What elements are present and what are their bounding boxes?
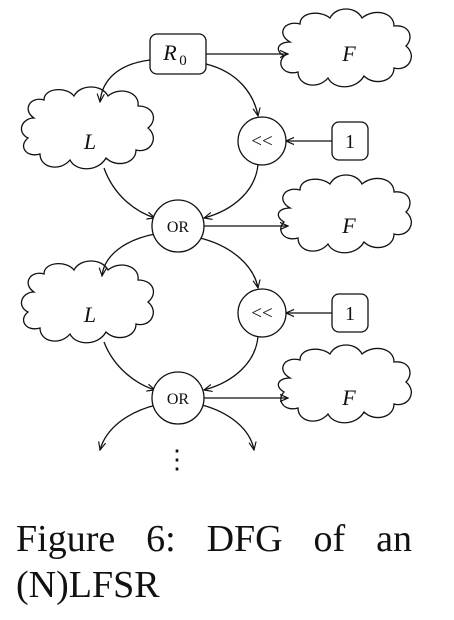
cloud-f-1: F xyxy=(277,8,412,88)
cloud-f-2-shape xyxy=(277,174,412,254)
caption-word-dfg: DFG xyxy=(206,518,283,560)
dfg-diagram: F L F L F R 0 xyxy=(20,8,412,474)
edge-shift1-to-or1 xyxy=(204,163,259,218)
cloud-l-2: L xyxy=(20,260,155,344)
constant-one-2-box xyxy=(331,293,369,333)
or-node-2-label: OR xyxy=(167,391,190,408)
shift-node-2-label: << xyxy=(251,303,272,324)
figure-caption: Figure 6: DFG of an (N)LFSR xyxy=(16,516,416,608)
register-r0: R 0 xyxy=(149,33,207,75)
edge-l2-to-or2 xyxy=(103,341,155,390)
shift-node-1-circle xyxy=(237,116,287,166)
register-r0-label: R xyxy=(162,40,177,65)
caption-line-1: Figure 6: DFG of an xyxy=(16,516,412,562)
cloud-f-2: F xyxy=(277,174,412,254)
cloud-f-1-label: F xyxy=(341,41,356,66)
edge-r0-to-shift1 xyxy=(205,63,258,116)
edge-r0-to-l1 xyxy=(100,59,151,102)
shift-node-1-label: << xyxy=(251,131,272,152)
cloud-f-3-label: F xyxy=(341,385,356,410)
edge-or2-out-right xyxy=(201,404,254,450)
cloud-f-1-shape xyxy=(277,8,412,88)
or-node-1-label: OR xyxy=(167,219,190,236)
edge-or2-out-left xyxy=(100,404,157,450)
shift-node-2: << xyxy=(237,288,287,338)
caption-word-number: 6: xyxy=(146,518,176,560)
cloud-l-1-shape xyxy=(20,86,155,170)
or-node-2: OR xyxy=(151,371,205,425)
register-r0-subscript: 0 xyxy=(179,53,187,69)
constant-one-2-label: 1 xyxy=(345,303,355,325)
caption-line-2: (N)LFSR xyxy=(16,564,160,606)
cloud-f-2-label: F xyxy=(341,213,356,238)
cloud-f-3-shape xyxy=(277,344,412,424)
continuation-ellipsis: ⋮ xyxy=(164,445,190,474)
edge-l1-to-or1 xyxy=(103,167,155,218)
edge-shift2-to-or2 xyxy=(204,335,259,390)
cloud-f-3: F xyxy=(277,344,412,424)
cloud-l-2-label: L xyxy=(83,302,96,327)
or-node-2-circle xyxy=(151,371,205,425)
or-node-1: OR xyxy=(151,199,205,253)
caption-word-figure: Figure xyxy=(16,518,116,560)
caption-word-an: an xyxy=(376,518,412,560)
edge-or1-to-l2 xyxy=(102,233,156,276)
constant-one-2: 1 xyxy=(331,293,369,333)
constant-one-1: 1 xyxy=(331,121,369,161)
cloud-l-2-shape xyxy=(20,260,155,344)
constant-one-1-label: 1 xyxy=(345,131,355,153)
constant-one-1-box xyxy=(331,121,369,161)
edges xyxy=(100,54,332,450)
register-r0-box xyxy=(149,33,207,75)
or-node-1-circle xyxy=(151,199,205,253)
cloud-l-1: L xyxy=(20,86,155,170)
cloud-l-1-label: L xyxy=(83,129,96,154)
shift-node-2-circle xyxy=(237,288,287,338)
caption-word-of: of xyxy=(313,518,346,560)
edge-or1-to-shift2 xyxy=(199,237,258,288)
shift-node-1: << xyxy=(237,116,287,166)
